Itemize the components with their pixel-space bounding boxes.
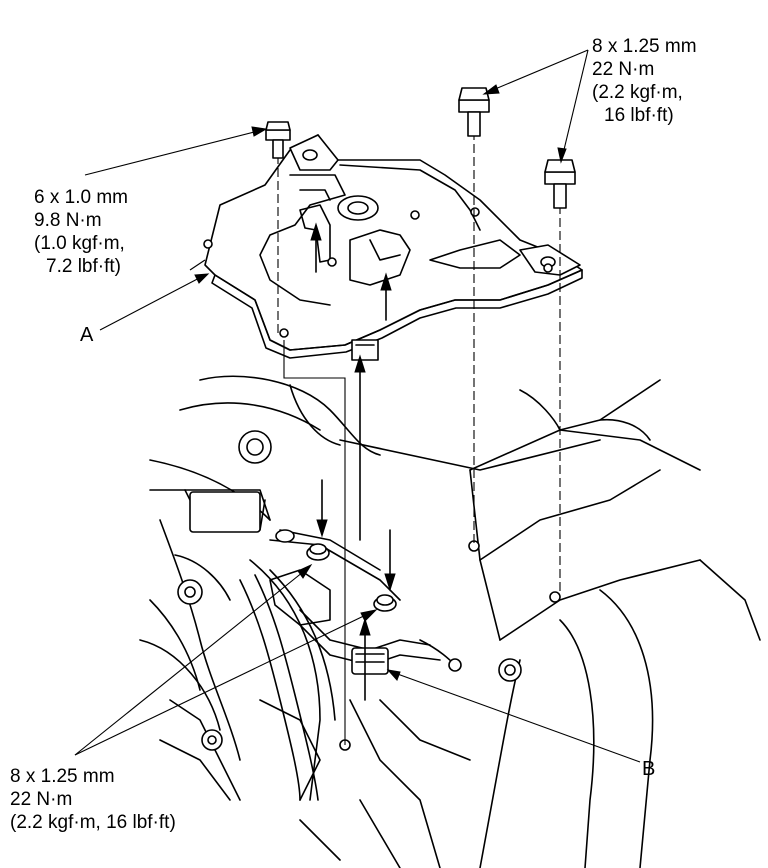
bolt-top-right-torque-kgf: (2.2 kgf·m, xyxy=(592,82,683,103)
bolt-bottom-torque-full: (2.2 kgf·m, 16 lbf·ft) xyxy=(10,812,176,833)
callout-a: A xyxy=(80,324,94,346)
bolt-bottom-torque-nm: 22 N·m xyxy=(10,789,73,810)
bolt-top-right-torque-nm: 22 N·m xyxy=(592,59,655,80)
wiring-harness xyxy=(239,574,462,801)
lower-bolt-3 xyxy=(275,529,295,543)
bolt-right-upper xyxy=(544,159,576,209)
lower-bolt-2 xyxy=(373,594,397,612)
leader-lines xyxy=(74,49,641,763)
bolt-top-right-torque-lbf: 16 lbf·ft) xyxy=(604,105,674,126)
bolt-center-upper xyxy=(458,87,490,137)
callout-b: B xyxy=(642,758,656,780)
alignment-arrows xyxy=(310,222,396,701)
bolt-left-size: 6 x 1.0 mm xyxy=(34,187,128,208)
bolt-left-upper xyxy=(265,121,291,159)
bolt-top-right-size: 8 x 1.25 mm xyxy=(592,36,697,57)
connector-b xyxy=(351,647,389,675)
bolt-bottom-size: 8 x 1.25 mm xyxy=(10,766,115,787)
alignment-lines xyxy=(277,118,561,745)
bolt-left-torque-kgf: (1.0 kgf·m, xyxy=(34,233,125,254)
bolt-left-torque-lbf: 7.2 lbf·ft) xyxy=(46,256,121,277)
bolt-left-torque-nm: 9.8 N·m xyxy=(34,210,102,231)
lower-bolt-1 xyxy=(306,543,330,561)
bracket-plate-a xyxy=(203,134,583,361)
engine-housing xyxy=(139,375,761,868)
